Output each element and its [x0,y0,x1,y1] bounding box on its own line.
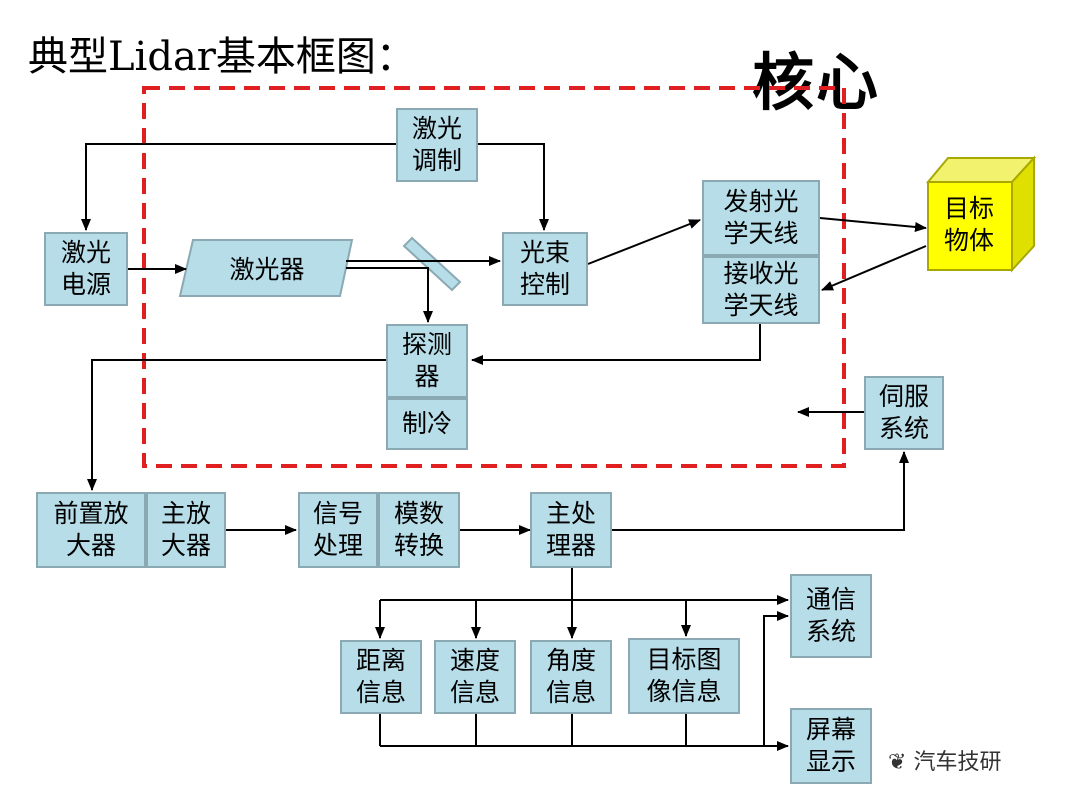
watermark: ❦ 汽车技研 [888,744,1001,776]
arrow-modulation-to-power [81,143,396,231]
watermark-text: 汽车技研 [913,750,1002,775]
angle-info-block: 角度 信息 [530,640,612,714]
arrow-rx-to-detector [471,324,761,365]
speed-info-block: 速度 信息 [434,640,516,714]
laser-label: 激光器 [229,255,305,284]
arrow-target-to-rx [821,245,927,291]
signal-processing-block: 信号 处理 [298,492,378,568]
communication-system-block: 通信 系统 [790,574,872,658]
laser-shape [178,239,354,297]
beam-splitter-mirror [402,236,462,292]
core-region-border [142,86,846,468]
detector-block: 探测 器 [386,324,468,398]
main-amplifier-block: 主放 大器 [146,492,226,568]
adc-block: 模数 转换 [378,492,460,568]
preamplifier-block: 前置放 大器 [36,492,146,568]
beam-control-block: 光束 控制 [502,232,588,306]
laser-power-block: 激光 电源 [44,232,128,306]
receive-antenna-block: 接收光 学天线 [702,256,820,324]
arrow-laser-to-detector [346,267,433,323]
arrow-bus-to-comm-upper [763,611,789,746]
arrow-beam-to-tx [587,219,701,265]
core-label: 核心 [752,46,881,119]
main-processor-block: 主处 理器 [530,492,612,568]
arrow-modulation-to-beam [478,143,549,231]
arrow-mainproc-to-servo [612,451,909,531]
target-cube-front [927,181,1013,271]
distance-info-block: 距离 信息 [340,640,422,714]
wechat-icon: ❦ [888,750,907,775]
servo-system-block: 伺服 系统 [864,376,944,450]
target-image-info-block: 目标图 像信息 [628,638,740,714]
laser-modulation-block: 激光 调制 [396,108,478,182]
arrow-detector-to-preamp [87,359,386,491]
diagram-title: 典型Lidar基本框图： [28,34,416,80]
transmit-antenna-block: 发射光 学天线 [702,180,820,256]
cooling-block: 制冷 [386,398,468,450]
screen-display-block: 屏幕 显示 [790,708,872,784]
target-label: 目标 物体 [943,194,994,255]
arrow-tx-to-target [819,217,927,232]
